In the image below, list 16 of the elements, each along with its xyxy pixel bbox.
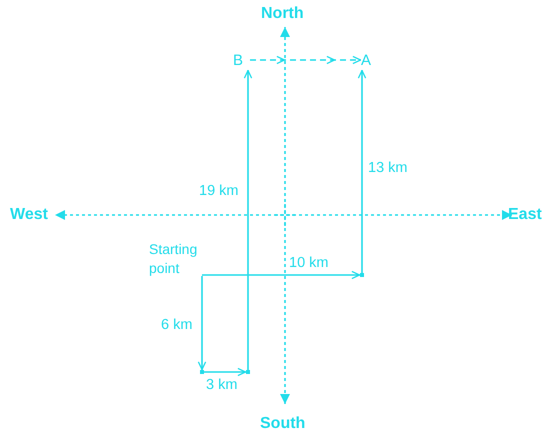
point-label: A: [361, 51, 379, 70]
path-corner: [246, 370, 250, 374]
compass-label: East: [508, 206, 542, 224]
arrow: [358, 70, 366, 273]
arrow: [244, 70, 252, 370]
point-label: B: [233, 51, 250, 70]
path-corner: [200, 370, 204, 374]
arrow: [202, 270, 360, 280]
path-corner: [360, 273, 364, 277]
compass-label: West: [10, 206, 48, 224]
arrow: [204, 368, 246, 376]
compass-label: North: [261, 5, 304, 23]
compass-label: South: [260, 415, 306, 433]
point-label: Starting point: [149, 240, 202, 276]
arrow: [250, 56, 361, 64]
arrow: [198, 276, 206, 370]
